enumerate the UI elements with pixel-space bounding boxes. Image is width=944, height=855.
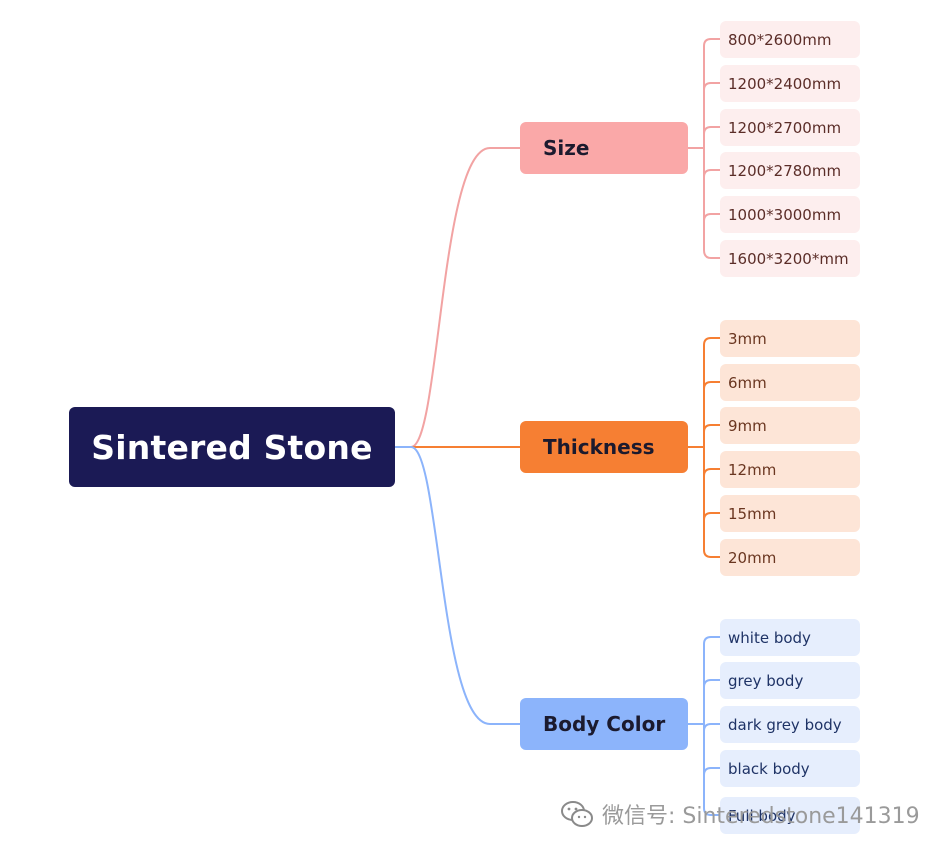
leaf-size-2[interactable]: 1200*2400mm xyxy=(720,65,860,102)
leaf-thickness-5[interactable]: 15mm xyxy=(720,495,860,532)
watermark-text: 微信号: Sinteredstone141319 xyxy=(602,804,920,829)
watermark: 微信号: Sinteredstone141319 xyxy=(560,796,920,832)
branch-body-color[interactable]: Body Color xyxy=(520,698,688,750)
connector-root-body-color xyxy=(395,446,520,725)
leaf-thickness-3[interactable]: 9mm xyxy=(720,407,860,444)
connector-thickness-leaves xyxy=(688,337,720,558)
connector-root-size xyxy=(395,147,520,448)
leaf-size-4[interactable]: 1200*2780mm xyxy=(720,152,860,189)
root-node[interactable]: Sintered Stone xyxy=(69,407,395,487)
leaf-thickness-1[interactable]: 3mm xyxy=(720,320,860,357)
leaf-thickness-2[interactable]: 6mm xyxy=(720,364,860,401)
wechat-icon xyxy=(561,801,593,827)
leaf-thickness-4[interactable]: 12mm xyxy=(720,451,860,488)
branch-size[interactable]: Size xyxy=(520,122,688,174)
connector-body-color-leaves xyxy=(688,636,720,816)
branch-thickness[interactable]: Thickness xyxy=(520,421,688,473)
leaf-size-5[interactable]: 1000*3000mm xyxy=(720,196,860,233)
leaf-size-6[interactable]: 1600*3200*mm xyxy=(720,240,860,277)
leaf-size-3[interactable]: 1200*2700mm xyxy=(720,109,860,146)
leaf-body-color-1[interactable]: white body xyxy=(720,619,860,656)
leaf-body-color-2[interactable]: grey body xyxy=(720,662,860,699)
leaf-size-1[interactable]: 800*2600mm xyxy=(720,21,860,58)
leaf-body-color-4[interactable]: black body xyxy=(720,750,860,787)
leaf-thickness-6[interactable]: 20mm xyxy=(720,539,860,576)
leaf-body-color-3[interactable]: dark grey body xyxy=(720,706,860,743)
connector-size-leaves xyxy=(688,38,720,259)
leaf-body-color-5[interactable]: Full body xyxy=(720,797,860,834)
